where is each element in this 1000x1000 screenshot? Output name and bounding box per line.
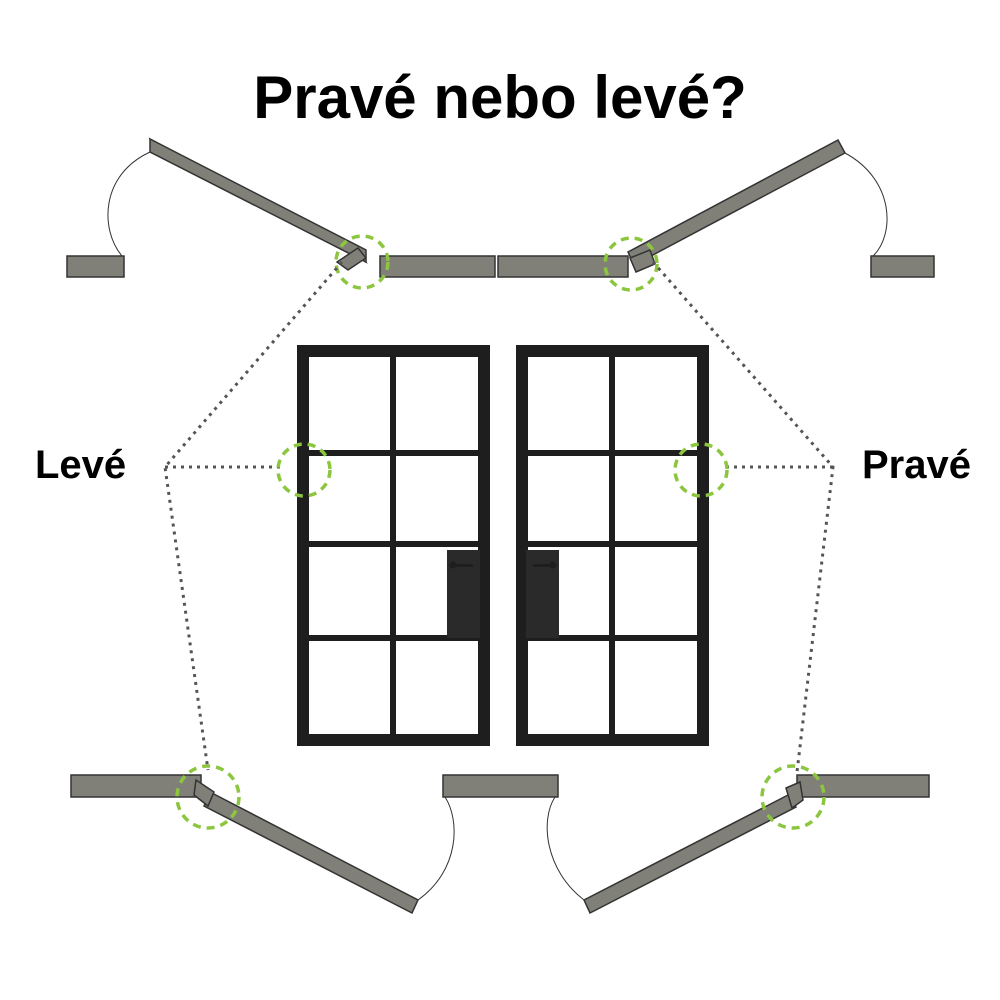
guide-lines — [163, 261, 835, 773]
hinge — [298, 458, 302, 480]
wall-segment — [379, 255, 496, 278]
bottom-right-swing — [546, 764, 930, 915]
wall-segment — [66, 255, 125, 278]
left-door — [276, 345, 490, 746]
hinge-icon — [673, 442, 729, 498]
swing-arc — [417, 796, 455, 901]
door-handle-knob — [449, 561, 457, 569]
door-leaf — [203, 790, 419, 915]
door-leaf-body — [149, 137, 367, 264]
hinge-icon — [760, 764, 826, 830]
right-guide-line — [651, 261, 835, 773]
hinge-icon — [175, 764, 241, 830]
wall-segment — [870, 255, 935, 278]
left-label: Levé — [35, 443, 127, 487]
hinge-icon — [603, 236, 659, 292]
door-frame-inner — [520, 349, 705, 742]
hinge-block — [193, 778, 215, 808]
door-handle — [453, 564, 473, 567]
door-handle — [533, 564, 553, 567]
swing-arc — [546, 796, 585, 901]
page-title: Pravé nebo levé? — [253, 64, 747, 131]
swing-arc — [844, 152, 888, 257]
door-leaf — [627, 138, 847, 267]
hinge-block — [335, 246, 368, 271]
door-frame-outer — [297, 345, 490, 746]
door-frame-outer — [516, 345, 709, 746]
hinge — [298, 680, 302, 702]
right-door — [516, 345, 729, 746]
hinge — [704, 458, 708, 480]
hinge — [704, 390, 708, 412]
hinge-icon — [276, 442, 332, 498]
hinge — [298, 390, 302, 412]
hinge-icon — [334, 234, 390, 290]
wall-segment — [497, 255, 629, 278]
door-leaf — [583, 792, 797, 915]
swing-arc — [107, 151, 151, 257]
door-frame-inner — [301, 349, 486, 742]
left-guide-line — [163, 261, 344, 771]
hinge — [704, 680, 708, 702]
top-left-swing — [66, 137, 496, 290]
bottom-left-swing — [70, 764, 559, 915]
right-label: Pravé — [862, 443, 971, 487]
top-right-swing — [497, 138, 935, 292]
door-handle-knob — [549, 561, 557, 569]
wall-segment — [442, 774, 559, 798]
hinge-block — [785, 780, 804, 810]
